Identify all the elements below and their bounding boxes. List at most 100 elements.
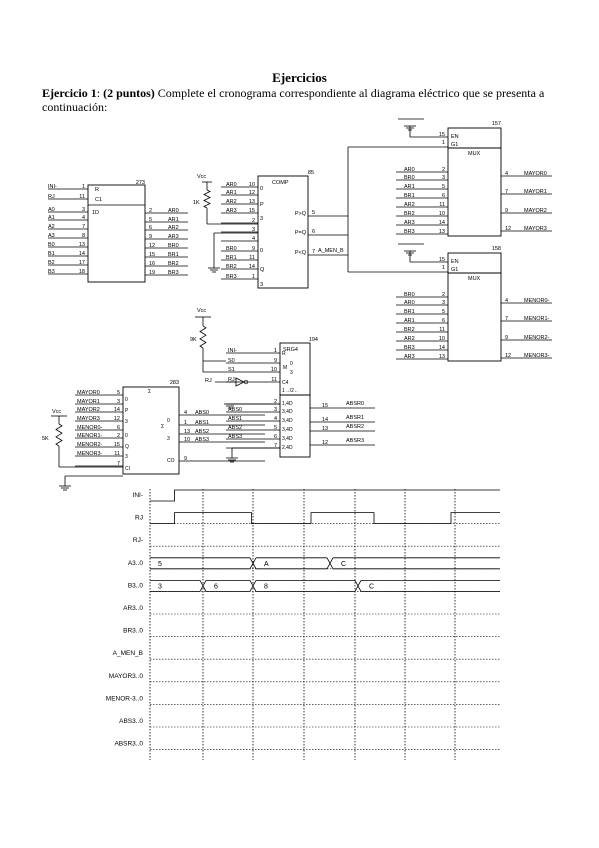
mux-158-input-pin: 10 — [439, 336, 445, 342]
timing-signal-label: BR3..0 — [123, 628, 143, 635]
register-273-output-pin: 16 — [149, 261, 155, 267]
mux-158-input-signal: BR2 — [404, 327, 415, 333]
shift-register-194-output-pin: 13 — [322, 426, 328, 432]
mux-158-input-pin: 11 — [439, 327, 445, 333]
shift-register-194-input-signal: INI- — [228, 348, 237, 354]
register-273-number: 273 — [136, 180, 145, 186]
shift-register-194-output-pin: 14 — [322, 417, 328, 423]
shift-register-194-input-signal: ABS1 — [228, 416, 242, 422]
comparator-85-output-label: P>Q — [295, 211, 307, 217]
adder-283-output-pin: 4 — [184, 410, 187, 416]
mux-158-number: 158 — [492, 246, 501, 252]
adder-283-body — [122, 386, 180, 475]
vcc-label: Vcc — [197, 308, 206, 314]
shift-register-194-pin-label: 1,4D — [282, 401, 293, 407]
b-bus — [199, 580, 207, 592]
mux-157-output-signal: MAYOR3 — [524, 226, 547, 232]
shift-register-194-output-signal: ABSR1 — [346, 415, 364, 421]
mux-157-input-pin: 2 — [442, 167, 445, 173]
resistor-value: 1K — [193, 200, 200, 206]
mux-157-en-pin: 15 — [439, 132, 445, 138]
adder-283-output-signal: ABS1 — [195, 420, 209, 426]
adder-283-pin-label: 0 — [125, 433, 128, 439]
mux-158-output-signal: MENOR3- — [524, 353, 550, 359]
comparator-85-output-label: P<Q — [295, 250, 307, 256]
comparator-85-label: 3 — [260, 282, 263, 288]
adder-283-input-signal: MENOR3- — [77, 451, 103, 457]
comparator-85-input-pin: 11 — [249, 255, 255, 261]
shift-register-194-body — [279, 394, 311, 458]
register-273-input-signal: INI- — [48, 184, 57, 190]
register-273-input-signal: A0 — [48, 207, 55, 213]
comparator-85-input-pin: 3 — [252, 227, 255, 233]
shift-register-194-pin-label: 1→/2← — [282, 388, 299, 394]
mux-158-input-pin: 14 — [439, 345, 445, 351]
register-273-output-signal: AR2 — [168, 225, 179, 231]
adder-283-pin-label: Q — [125, 444, 129, 450]
mux-158-body — [447, 272, 502, 362]
register-273-output-pin: 6 — [149, 225, 152, 231]
timing-signal-label: INI- — [133, 492, 143, 499]
adder-283-input-pin: 3 — [117, 399, 120, 405]
register-273-output-pin: 15 — [149, 252, 155, 258]
shift-register-194-pin-label: 3,4D — [282, 418, 293, 424]
mux-158-input-signal: AR2 — [404, 336, 415, 342]
register-273-input-pin: 18 — [79, 269, 85, 275]
inverter-input-label: RJ — [205, 378, 212, 384]
shift-register-194-pin-label: 3,4D — [282, 436, 293, 442]
register-273-input-pin: 13 — [79, 242, 85, 248]
timing-signal-label: MAYOR3..0 — [109, 673, 144, 680]
resistor-icon — [55, 423, 63, 447]
comparator-85-input-signal: BR1 — [226, 255, 237, 261]
adder-283-input-signal: MENOR1- — [77, 433, 103, 439]
resistor-value: 9K — [190, 337, 197, 343]
mux-157-output-signal: MAYOR1 — [524, 189, 547, 195]
timing-signal-label: MENOR-3..0 — [106, 695, 144, 702]
mux-158-input-signal: BR3 — [404, 345, 415, 351]
register-273-output-signal: AR3 — [168, 234, 179, 240]
comparator-85-input-pin: 9 — [252, 246, 255, 252]
shift-register-194-input-pin: 4 — [274, 416, 277, 422]
adder-283-input-pin: 2 — [117, 433, 120, 439]
mux-157-input-signal: AR0 — [404, 167, 415, 173]
comparator-85-input-signal: AR2 — [226, 199, 237, 205]
register-273-input-pin: 17 — [79, 260, 85, 266]
exercise-statement: Ejercicio 1: (2 puntos) Complete el cron… — [42, 86, 545, 114]
shift-register-194-pin-label: 3,4D — [282, 427, 293, 433]
adder-283-pin-label: 3 — [167, 436, 170, 442]
adder-283-output-signal: ABS3 — [195, 437, 209, 443]
vcc-label: Vcc — [52, 409, 61, 415]
timing-signal-label: A_MEN_B — [113, 650, 143, 657]
shift-register-194-pin-label: M — [283, 365, 287, 371]
adder-283-input-pin: 6 — [117, 425, 120, 431]
mux-157-name: MUX — [468, 151, 481, 157]
comparator-85-label: Q — [260, 267, 265, 273]
shift-register-194-input-signal: ABS2 — [228, 425, 242, 431]
mux-157-input-pin: 3 — [442, 175, 445, 181]
adder-283-input-signal: MAYOR1 — [77, 399, 100, 405]
mux-157-input-signal: AR3 — [404, 220, 415, 226]
mux-157-input-pin: 13 — [439, 229, 445, 235]
shift-register-194-input-pin: 1 — [274, 348, 277, 354]
mux-158-input-pin: 2 — [442, 292, 445, 298]
mux-157-output-pin: 4 — [505, 171, 508, 177]
shift-register-194-input-signal: S1 — [228, 367, 235, 373]
exercise-text: Complete el cronograma correspondiente a… — [42, 86, 545, 114]
exercise-points: (2 puntos) — [103, 86, 155, 100]
comparator-85-input-signal: AR0 — [226, 182, 237, 188]
adder-283-pin-label: 3 — [125, 419, 128, 425]
shift-register-194-output-pin: 15 — [322, 403, 328, 409]
mux-158-output-pin: 7 — [505, 316, 508, 322]
mux-158-input-pin: 6 — [442, 318, 445, 324]
adder-283-pin-label: P — [125, 408, 129, 414]
comparator-85-input-pin: 1 — [252, 274, 255, 280]
mux-158-g1-pin: 1 — [442, 265, 445, 271]
mux-157-g1-pin: 1 — [442, 140, 445, 146]
register-273-body — [87, 184, 146, 283]
register-273-input-signal: A1 — [48, 215, 55, 221]
register-273-input-pin: 8 — [82, 233, 85, 239]
shift-register-194-name: SRG4 — [283, 347, 298, 353]
mux-157-output-signal: MAYOR0 — [524, 171, 547, 177]
mux-157-input-pin: 11 — [439, 202, 445, 208]
shift-register-194-input-signal: ABS0 — [228, 407, 242, 413]
